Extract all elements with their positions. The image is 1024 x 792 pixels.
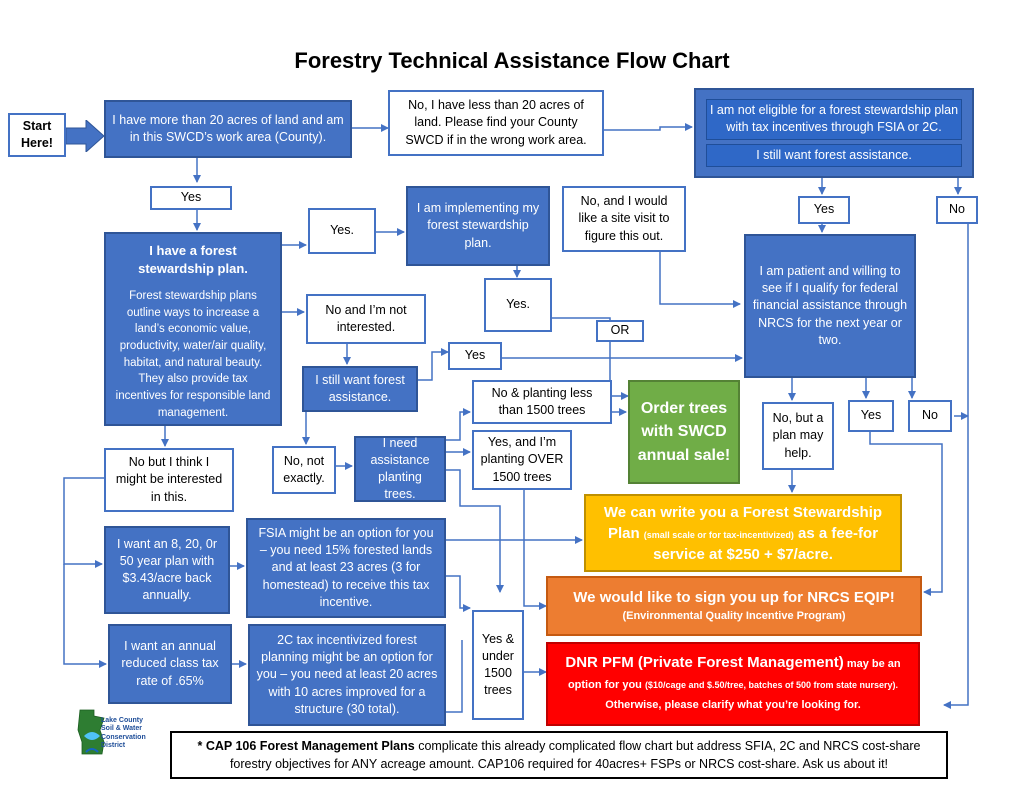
arrow <box>63 564 107 668</box>
implementing-box: I am implementing my forest stewardship … <box>406 186 550 266</box>
not-eligible-box: I am not eligible for a forest stewardsh… <box>694 88 974 178</box>
eqip-box: We would like to sign you up for NRCS EQ… <box>546 576 922 636</box>
eqip-main: We would like to sign you up for NRCS EQ… <box>573 589 895 607</box>
footnote: * CAP 106 Forest Management Plans compli… <box>170 731 948 779</box>
start-arrow-icon <box>66 120 104 152</box>
yes-right-box: Yes <box>798 196 850 224</box>
arrow <box>869 432 943 596</box>
write-plan-text-a: We can write you a Forest Stewardship Pl… <box>603 503 883 542</box>
no-plan-may-help-box: No, but a plan may help. <box>762 402 834 470</box>
yes-top-box: Yes <box>150 186 232 210</box>
arrow <box>446 469 504 593</box>
maybe-interested-box: No but I think I might be interested in … <box>104 448 234 512</box>
no-planting-less-box: No & planting less than 1500 trees <box>472 380 612 424</box>
lake-county-swcd-logo <box>77 709 105 755</box>
yes-over-1500-box: Yes, and I’m planting OVER 1500 trees <box>472 430 572 490</box>
write-plan-small: (small scale or for tax-incentivized) <box>643 529 794 540</box>
write-plan-box: We can write you a Forest Stewardship Pl… <box>584 494 902 572</box>
arrow <box>604 123 693 131</box>
eqip-sub: (Environmental Quality Incentive Program… <box>622 609 846 622</box>
fsia-option-box: FSIA might be an option for you – you ne… <box>246 518 446 618</box>
yes-plan-box: Yes. <box>308 208 376 254</box>
pfm-text-b: may be an option for you <box>567 657 901 691</box>
not-eligible-text: I am not eligible for a forest stewardsh… <box>706 99 962 140</box>
arrow <box>63 477 104 568</box>
no-not-interested-box: No and I’m not interested. <box>306 294 426 344</box>
pfm-text-a: DNR PFM (Private Forest Management) <box>565 653 844 671</box>
have-plan-title: I have a forest stewardship plan. <box>138 243 248 276</box>
still-want-assistance-box: I still want forest assistance. <box>302 366 418 412</box>
page-title: Forestry Technical Assistance Flow Chart <box>294 48 730 73</box>
less-20-acres-box: No, I have less than 20 acres of land. P… <box>388 90 604 156</box>
no-not-exactly-box: No, not exactly. <box>272 446 336 494</box>
have-20-acres-box: I have more than 20 acres of land and am… <box>104 100 352 158</box>
order-trees-box: Order trees with SWCD annual sale! <box>628 380 740 484</box>
still-want-forest-text: I still want forest assistance. <box>706 143 962 167</box>
arrow <box>446 575 471 612</box>
arrow <box>943 224 969 709</box>
yes-under-1500-box: Yes & under 1500 trees <box>472 610 524 720</box>
want-8-20-box: I want an 8, 20, 0r 50 year plan with $3… <box>104 526 230 614</box>
two-c-option-box: 2C tax incentivized forest planning migh… <box>248 624 446 726</box>
footnote-lead: * CAP 106 Forest Management Plans <box>197 738 415 753</box>
site-visit-box: No, and I would like a site visit to fig… <box>562 186 686 252</box>
no-right-box: No <box>936 196 978 224</box>
start-label: Start Here! <box>8 113 66 157</box>
arrow <box>446 640 463 713</box>
yes-patient-box: Yes <box>848 400 894 432</box>
pfm-small: ($10/cage and $.50/tree, batches of 500 … <box>644 679 899 690</box>
arrow <box>446 408 471 441</box>
pfm-box: DNR PFM (Private Forest Management) may … <box>546 642 920 726</box>
or-box: OR <box>596 320 644 342</box>
pfm-text-c: Otherwise, please clarify what you’re lo… <box>605 699 861 712</box>
need-planting-box: I need assistance planting trees. <box>354 436 446 502</box>
have-plan-box: I have a forest stewardship plan. Forest… <box>104 232 282 426</box>
want-reduced-box: I want an annual reduced class tax rate … <box>108 624 232 704</box>
arrow <box>418 348 449 381</box>
no-patient-box: No <box>908 400 952 432</box>
arrow <box>659 252 741 308</box>
footnote-rest: complicate this already complicated flow… <box>229 738 921 771</box>
arrow <box>523 490 547 610</box>
patient-box: I am patient and willing to see if I qua… <box>744 234 916 378</box>
write-plan-text-b: as a fee-for service at $250 + $7/acre. <box>653 524 879 563</box>
yes-still-box: Yes <box>448 342 502 370</box>
have-plan-body: Forest stewardship plans outline ways to… <box>115 289 271 419</box>
logo-text: Lake County Soil & Water Conservation Di… <box>101 717 146 750</box>
yes-implementing-box: Yes. <box>484 278 552 332</box>
arrow <box>552 317 629 400</box>
